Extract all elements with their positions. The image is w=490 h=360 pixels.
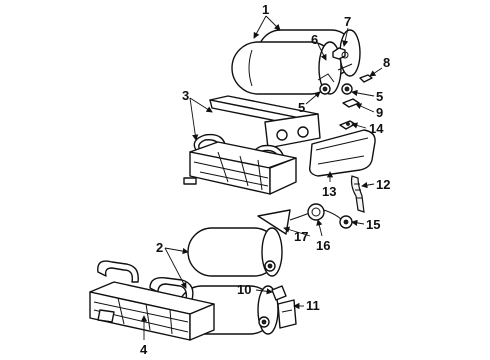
callout-3: 3 <box>182 88 189 103</box>
tank-bracket-assembly <box>183 95 321 195</box>
callout-1: 1 <box>262 2 269 17</box>
callout-6: 6 <box>311 32 318 47</box>
callout-9: 9 <box>376 105 383 120</box>
callout-5-right: 5 <box>376 89 383 104</box>
callout-15: 15 <box>366 217 380 232</box>
leader-lines <box>140 15 383 340</box>
callout-11: 11 <box>306 298 320 313</box>
callout-4: 4 <box>140 342 148 357</box>
callout-14: 14 <box>369 121 384 136</box>
lower-cradle <box>89 260 215 341</box>
callout-16: 16 <box>316 238 330 253</box>
callout-17: 17 <box>294 229 308 244</box>
callout-13: 13 <box>322 184 336 199</box>
valve-bracket <box>271 285 297 329</box>
callout-labels: 1 2 3 4 5 5 6 7 8 9 10 11 12 13 14 15 16… <box>140 2 390 357</box>
callout-5-left: 5 <box>298 100 305 115</box>
heat-shield <box>308 129 376 177</box>
callout-12: 12 <box>376 177 390 192</box>
hose-line <box>350 175 365 213</box>
upper-tank-pair <box>231 29 361 95</box>
lower-tank-pair <box>177 227 283 335</box>
callout-7: 7 <box>344 14 351 29</box>
callout-10: 10 <box>237 282 251 297</box>
callout-2: 2 <box>156 240 163 255</box>
callout-8: 8 <box>383 55 390 70</box>
